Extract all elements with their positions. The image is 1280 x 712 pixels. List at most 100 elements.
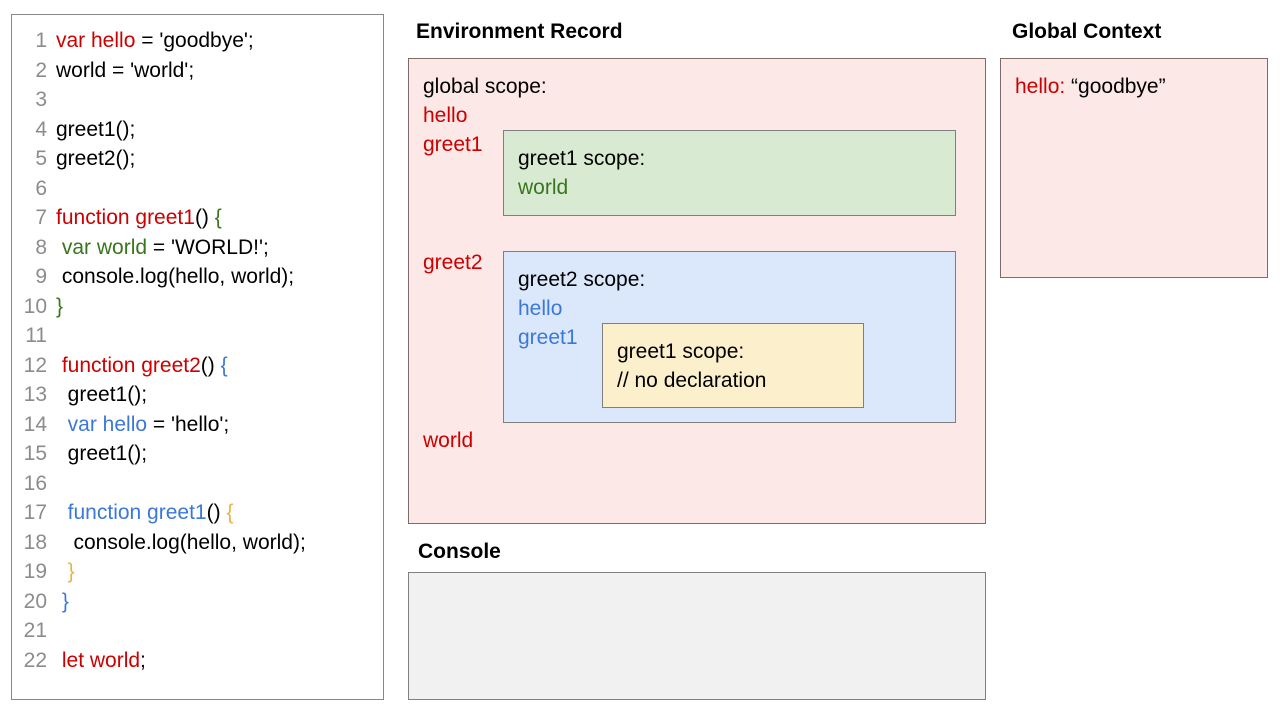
environment-record-title: Environment Record (416, 20, 623, 43)
code-line-text: } (56, 560, 75, 584)
code-line: 2 world = 'world'; (12, 59, 383, 89)
code-line-list: 1 var hello = 'goodbye'; 2 world = 'world';… (12, 29, 383, 678)
code-token: = 'WORLD!'; (147, 235, 269, 259)
greet1-binding-world: world (518, 176, 569, 199)
code-line: 14 var hello = 'hello'; (12, 413, 383, 443)
greet2-scope-box: greet2 scope: hello greet1 greet1 scope:… (503, 251, 956, 423)
inner-greet1-scope-heading: greet1 scope: (617, 340, 745, 363)
code-line-number: 22 (23, 648, 47, 672)
code-line-number: 8 (35, 235, 47, 259)
code-line: 8 var world = 'WORLD!'; (12, 236, 383, 266)
code-line-number: 4 (35, 117, 47, 141)
code-line: 20 } (12, 590, 383, 620)
code-token: } (56, 294, 64, 318)
code-token: function greet1 (67, 501, 207, 524)
global-binding-greet1: greet1 (423, 133, 483, 156)
code-token: console.log(hello, world); (56, 265, 295, 288)
global-context-panel: hello: “goodbye” (1000, 58, 1268, 278)
global-context-entry-value: “goodbye” (1065, 75, 1166, 98)
code-line: 12 function greet2() { (12, 354, 383, 384)
code-token: let world (61, 648, 141, 672)
code-token: var world (61, 235, 148, 259)
global-scope-heading: global scope: (423, 75, 547, 98)
code-token: world = 'world'; (56, 58, 195, 82)
code-line-number: 13 (23, 383, 47, 406)
greet2-binding-greet1: greet1 (518, 326, 578, 349)
code-line: 18 console.log(hello, world); (12, 531, 383, 561)
global-context-entry-key: hello: (1015, 75, 1066, 98)
code-line-text: function greet1() { (56, 501, 234, 525)
code-token: () (206, 501, 227, 524)
code-line-number: 1 (35, 29, 47, 52)
code-line: 21 (12, 619, 383, 649)
code-token: function greet2 (61, 353, 201, 377)
greet1-scope-box: greet1 scope: world (503, 130, 956, 216)
code-token: () (194, 206, 215, 229)
console-panel[interactable] (408, 572, 986, 700)
code-token: var hello (56, 29, 136, 52)
inner-greet1-scope-box: greet1 scope: // no declaration (602, 323, 864, 408)
code-editor-panel[interactable]: 1 var hello = 'goodbye'; 2 world = 'world';… (11, 14, 384, 700)
code-line: 22 let world; (12, 649, 383, 679)
code-token: = 'hello'; (147, 412, 230, 436)
code-token: = 'goodbye'; (135, 29, 254, 52)
global-context-title: Global Context (1012, 20, 1162, 43)
code-line-text: function greet1() { (56, 206, 222, 230)
code-token: var hello (67, 412, 148, 436)
code-line-text: let world; (56, 649, 146, 673)
code-line-text: var hello = 'hello'; (56, 412, 230, 437)
code-line: 9 console.log(hello, world); (12, 265, 383, 295)
code-line: 4 greet1(); (12, 118, 383, 148)
code-line-text: var world = 'WORLD!'; (56, 236, 269, 260)
code-line-number: 16 (23, 471, 47, 495)
code-line-number: 18 (23, 530, 47, 554)
code-line: 16 (12, 472, 383, 502)
code-line: 19 } (12, 560, 383, 590)
code-line-number: 9 (35, 265, 47, 288)
code-line-number: 6 (35, 176, 47, 200)
code-line-number: 5 (35, 147, 47, 170)
code-line-text: greet1(); (56, 442, 147, 466)
code-line-text: } (56, 590, 69, 614)
code-line: 15 greet1(); (12, 442, 383, 472)
code-token: greet2(); (56, 147, 136, 170)
inner-greet1-scope-note: // no declaration (617, 369, 767, 392)
greet1-scope-heading: greet1 scope: (518, 147, 646, 170)
code-token: console.log(hello, world); (56, 530, 306, 554)
code-line-number: 11 (25, 324, 47, 347)
console-title: Console (418, 540, 501, 563)
code-line-number: 2 (35, 58, 47, 82)
code-line: 11 (12, 324, 383, 354)
global-binding-world: world (423, 429, 474, 452)
code-line-text: greet1(); (56, 383, 147, 407)
code-line: 5 greet2(); (12, 147, 383, 177)
code-line-text: world = 'world'; (56, 59, 194, 83)
code-line: 3 (12, 88, 383, 118)
code-token: { (226, 501, 234, 524)
code-token: } (61, 589, 69, 613)
code-line-number: 15 (23, 442, 47, 465)
code-line-number: 10 (23, 294, 47, 318)
code-line-number: 12 (23, 353, 47, 377)
code-line-text: console.log(hello, world); (56, 531, 306, 555)
code-token: { (220, 353, 228, 377)
code-token: greet1(); (56, 442, 148, 465)
code-token: greet1(); (56, 117, 136, 141)
environment-record-panel: global scope: hello greet1 greet2 world … (408, 58, 986, 524)
code-line-text: var hello = 'goodbye'; (56, 29, 254, 53)
code-token: function greet1 (56, 206, 195, 229)
code-line-text: greet1(); (56, 118, 135, 142)
global-binding-hello: hello (423, 104, 468, 127)
code-line-number: 21 (23, 619, 47, 642)
code-token (56, 560, 68, 583)
code-token: () (200, 353, 221, 377)
code-line-number: 20 (23, 589, 47, 613)
code-line: 1 var hello = 'goodbye'; (12, 29, 383, 59)
code-token: greet1(); (56, 383, 148, 406)
code-token: } (67, 560, 75, 583)
code-token (56, 413, 68, 436)
code-token (56, 501, 68, 524)
code-line-number: 19 (23, 560, 47, 583)
greet2-binding-hello: hello (518, 297, 563, 320)
